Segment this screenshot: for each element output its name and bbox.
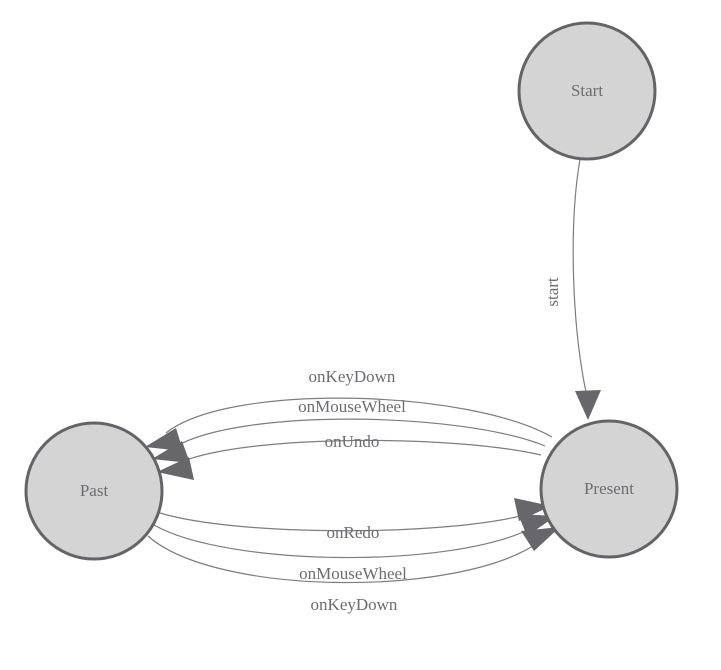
edge-present-to-past-onmousewheel-path xyxy=(174,418,546,448)
node-start[interactable]: Start xyxy=(517,21,657,161)
edge-label-past-present-onmousewheel: onMouseWheel xyxy=(299,564,407,583)
edge-start-to-present-path xyxy=(572,158,587,393)
arrowhead-into-past-1 xyxy=(145,428,183,451)
node-start-label: Start xyxy=(571,81,603,100)
edge-label-past-present-onkeydown: onKeyDown xyxy=(311,595,398,614)
edge-label-present-past-onundo: onUndo xyxy=(325,432,380,451)
edge-label-start: start xyxy=(543,277,562,307)
edge-label-present-past-onkeydown: onKeyDown xyxy=(309,367,396,386)
arrowhead-into-present-3 xyxy=(521,527,560,551)
edge-past-to-present-onkeydown[interactable] xyxy=(147,527,560,584)
node-start-circle xyxy=(517,21,657,161)
edge-present-to-past-onmousewheel[interactable] xyxy=(152,418,546,463)
edge-present-to-past-onkeydown-path xyxy=(165,397,553,438)
arrowhead-into-present-top xyxy=(575,390,601,420)
edge-past-to-present-onkeydown-path xyxy=(147,535,540,584)
node-present-label: Present xyxy=(584,479,634,498)
edge-label-present-past-onmousewheel: onMouseWheel xyxy=(298,397,406,416)
node-present-circle xyxy=(539,419,679,559)
node-past-label: Past xyxy=(80,481,109,500)
node-past-circle xyxy=(24,421,164,561)
edge-present-to-past-onundo-path xyxy=(180,439,542,463)
edge-past-to-present-onredo-path xyxy=(159,512,529,532)
edge-label-past-present-onredo: onRedo xyxy=(327,523,380,542)
edge-present-to-past-onundo[interactable] xyxy=(157,439,542,480)
edge-present-to-past-onkeydown[interactable] xyxy=(145,397,553,451)
node-past[interactable]: Past xyxy=(24,421,164,561)
edge-past-to-present-onmousewheel-path xyxy=(153,524,535,559)
arrowhead-into-past-3 xyxy=(157,457,194,480)
node-present[interactable]: Present xyxy=(539,419,679,559)
edge-start-to-present[interactable]: start xyxy=(543,158,601,420)
arrowhead-into-past-2 xyxy=(152,441,190,463)
